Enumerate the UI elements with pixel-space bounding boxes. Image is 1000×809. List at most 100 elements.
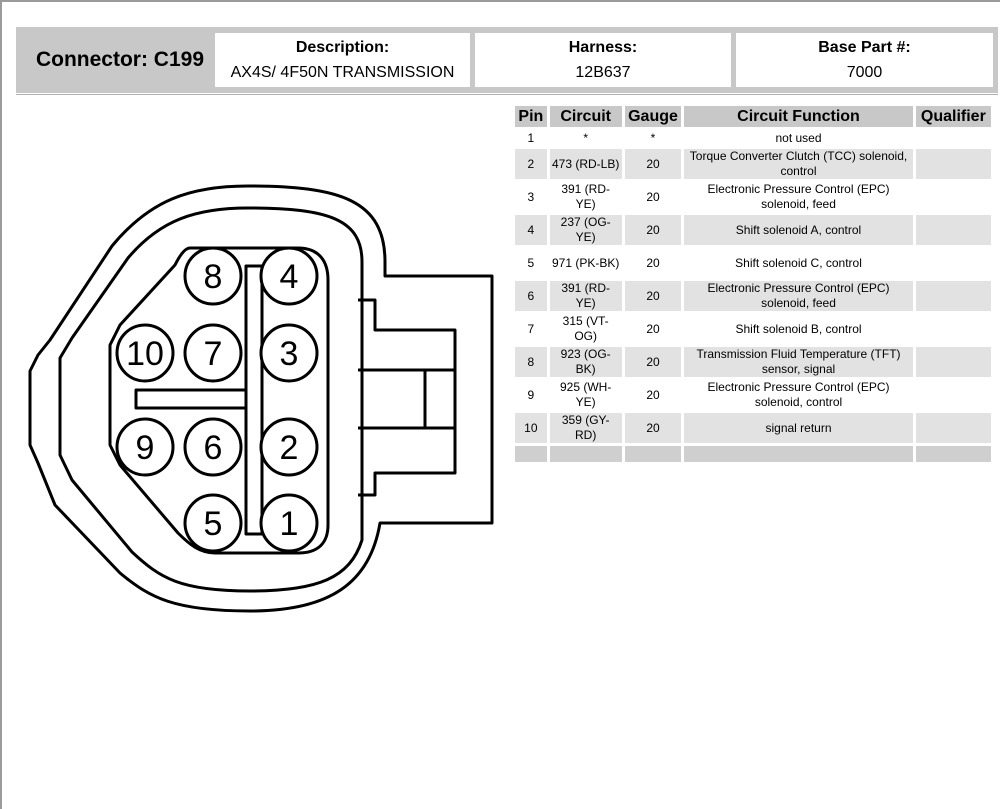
pin-9: 9 <box>115 417 175 477</box>
cell-function: Shift solenoid C, control <box>735 255 862 270</box>
table-row: 7 315 (VT-OG) 20 Shift solenoid B, contr… <box>515 314 991 344</box>
cell-function: Shift solenoid B, control <box>735 321 862 336</box>
svg-text:7: 7 <box>204 335 223 373</box>
cell-gauge: 20 <box>646 387 660 402</box>
col-header-qualifier: Qualifier <box>915 106 991 127</box>
cell-pin: 2 <box>515 149 547 179</box>
svg-text:1: 1 <box>280 505 299 543</box>
cell-pin: 8 <box>515 347 547 377</box>
cell-circuit: 923 (OG-BK) <box>549 347 622 377</box>
cell-circuit: 925 (WH-YE) <box>560 380 612 409</box>
table-row: 2 473 (RD-LB) 20 Torque Converter Clutch… <box>515 149 991 179</box>
cell-qualifier <box>916 380 991 410</box>
table-row: 6 391 (RD-YE) 20 Electronic Pressure Con… <box>515 281 991 311</box>
col-header-circuit: Circuit <box>549 106 622 127</box>
latch-inner <box>358 368 427 430</box>
horizontal-divider <box>134 388 248 410</box>
svg-text:10: 10 <box>126 335 164 373</box>
svg-text:9: 9 <box>136 429 155 467</box>
cell-pin: 3 <box>527 189 535 204</box>
col-header-pin: Pin <box>515 106 547 127</box>
pin-5: 5 <box>183 493 243 553</box>
svg-text:2: 2 <box>280 429 299 467</box>
description-label: Description: <box>295 39 390 56</box>
cell-gauge: 20 <box>624 413 682 443</box>
pin-4: 4 <box>259 246 319 306</box>
cell-circuit: 971 (PK-BK) <box>551 255 620 270</box>
cell-pin: 7 <box>527 321 535 336</box>
cell-gauge: 20 <box>646 189 660 204</box>
svg-text:5: 5 <box>204 505 223 543</box>
cell-function: Transmission Fluid Temperature (TFT) sen… <box>684 347 913 377</box>
footer-cell <box>624 446 682 462</box>
cell-qualifier <box>916 130 991 146</box>
cell-gauge: 20 <box>624 281 682 311</box>
cell-circuit: * <box>583 130 588 145</box>
footer-cell <box>515 446 547 462</box>
table-row: 3 391 (RD-YE) 20 Electronic Pressure Con… <box>515 182 991 212</box>
latch-tab <box>425 368 455 430</box>
cell-pin: 6 <box>515 281 547 311</box>
cell-function: Electronic Pressure Control (EPC) soleno… <box>684 281 913 311</box>
cell-gauge: 20 <box>624 149 682 179</box>
header-divider <box>16 94 998 95</box>
pin-table-header: Pin Circuit Gauge Circuit Function Quali… <box>515 106 991 127</box>
connector-inner-shell <box>58 206 364 593</box>
table-row: 9 925 (WH-YE) 20 Electronic Pressure Con… <box>515 380 991 410</box>
pin-6: 6 <box>183 417 243 477</box>
footer-cell <box>684 446 913 462</box>
cell-circuit: 391 (RD-YE) <box>561 182 611 211</box>
cell-function: signal return <box>684 413 913 443</box>
description-box: Description: AX4S/ 4F50N TRANSMISSION <box>215 33 470 87</box>
cell-gauge: 20 <box>624 347 682 377</box>
cell-function: Electronic Pressure Control (EPC) soleno… <box>707 380 890 409</box>
cell-circuit: 237 (OG-YE) <box>549 215 622 245</box>
connector-face-diagram: 8 4 10 7 3 9 6 2 <box>28 184 494 613</box>
connector-header: Connector: C199 Description: AX4S/ 4F50N… <box>16 27 998 93</box>
harness-label: Harness: <box>568 39 638 56</box>
cell-qualifier <box>916 314 991 344</box>
center-divider <box>244 264 264 536</box>
table-row: 5 971 (PK-BK) 20 Shift solenoid C, contr… <box>515 248 991 278</box>
base-part-box: Base Part #: 7000 <box>736 33 993 87</box>
cell-qualifier <box>916 248 991 278</box>
harness-box: Harness: 12B637 <box>475 33 731 87</box>
cell-pin: 10 <box>515 413 547 443</box>
cell-qualifier <box>916 182 991 212</box>
cell-qualifier <box>915 149 991 179</box>
cell-pin: 4 <box>515 215 547 245</box>
base-part-label: Base Part #: <box>818 39 911 56</box>
cell-pin: 1 <box>527 130 535 145</box>
cell-circuit: 315 (VT-OG) <box>562 314 609 343</box>
table-row: 10 359 (GY-RD) 20 signal return <box>515 413 991 443</box>
connector-title: Connector: C199 <box>35 48 205 71</box>
cell-qualifier <box>915 215 991 245</box>
base-part-value: 7000 <box>846 64 883 81</box>
cell-circuit: 391 (RD-YE) <box>549 281 622 311</box>
footer-cell <box>915 446 991 462</box>
cell-pin: 9 <box>527 387 535 402</box>
svg-text:8: 8 <box>204 258 223 296</box>
cell-gauge: 20 <box>646 321 660 336</box>
cell-gauge: 20 <box>624 215 682 245</box>
svg-text:4: 4 <box>280 258 299 296</box>
cell-gauge: * <box>650 130 656 145</box>
cell-qualifier <box>915 281 991 311</box>
cell-function: Torque Converter Clutch (TCC) solenoid, … <box>684 149 913 179</box>
pin-2: 2 <box>259 417 319 477</box>
pin-7: 7 <box>183 323 243 383</box>
cell-circuit: 359 (GY-RD) <box>549 413 622 443</box>
pin-cavity-outline <box>108 246 330 555</box>
cell-pin: 5 <box>527 255 535 270</box>
latch-outline <box>358 298 457 497</box>
svg-text:6: 6 <box>204 429 223 467</box>
svg-text:3: 3 <box>280 335 299 373</box>
col-header-gauge: Gauge <box>624 106 682 127</box>
pin-10: 10 <box>115 323 175 383</box>
pin-table: Pin Circuit Gauge Circuit Function Quali… <box>512 103 994 465</box>
connector-outer-shell <box>28 184 494 613</box>
footer-cell <box>549 446 622 462</box>
table-row: 1 * * not used <box>515 130 991 146</box>
cell-qualifier <box>915 347 991 377</box>
